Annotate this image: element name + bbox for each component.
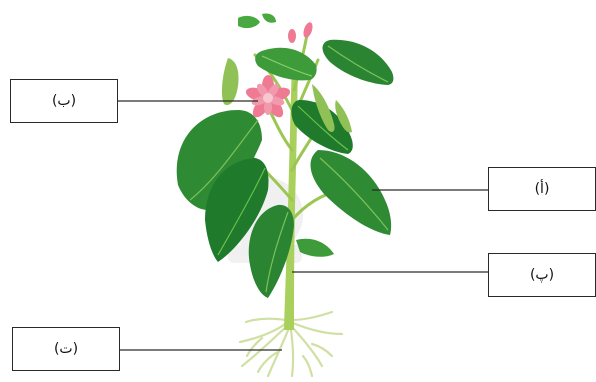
label-box-a: (أ) <box>488 167 596 211</box>
leader-lines <box>118 101 488 350</box>
label-box-b: (ب) <box>10 79 118 123</box>
label-b-text: (ب) <box>52 93 76 109</box>
flower-buds <box>288 21 314 43</box>
label-box-p: (پ) <box>488 253 596 297</box>
label-box-t: (ت) <box>12 327 120 371</box>
label-p-text: (پ) <box>530 267 554 283</box>
leaves <box>177 13 394 298</box>
flower <box>244 75 291 120</box>
label-t-text: (ت) <box>54 341 78 357</box>
label-a-text: (أ) <box>535 181 550 197</box>
